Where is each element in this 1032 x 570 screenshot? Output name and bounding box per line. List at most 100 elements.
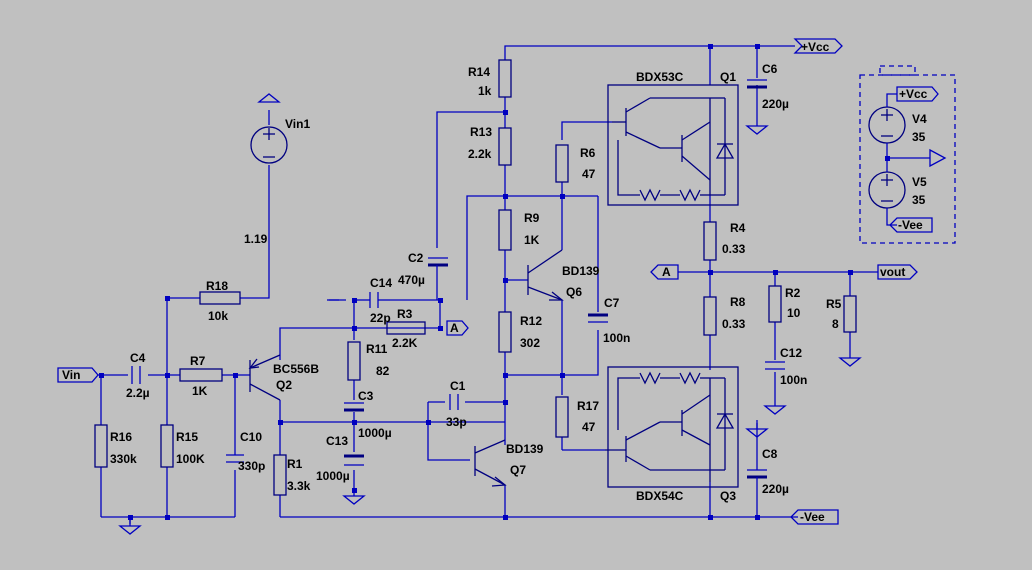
svg-text:0.33: 0.33 (722, 242, 746, 256)
voltage-source-vin1 (250, 126, 288, 164)
svg-text:R17: R17 (577, 399, 599, 413)
svg-text:302: 302 (520, 336, 540, 350)
resistor-r1 (273, 454, 287, 496)
svg-text:R12: R12 (520, 314, 542, 328)
svg-text:100n: 100n (780, 373, 807, 387)
svg-text:R13: R13 (470, 125, 492, 139)
svg-text:33p: 33p (446, 415, 467, 429)
svg-text:R11: R11 (366, 342, 388, 356)
resistor-r11 (347, 341, 361, 381)
svg-text:220µ: 220µ (762, 97, 789, 111)
transistor-q7 (474, 439, 507, 487)
svg-text:C12: C12 (780, 346, 802, 360)
svg-text:2.2K: 2.2K (392, 336, 418, 350)
svg-text:C4: C4 (130, 351, 146, 365)
resistor-r15 (160, 424, 174, 468)
resistor-r13 (498, 127, 512, 166)
vcc-label: +Vcc (801, 40, 830, 54)
svg-text:35: 35 (912, 130, 926, 144)
svg-text:BD139: BD139 (562, 264, 600, 278)
svg-text:C8: C8 (762, 447, 778, 461)
transistor-q3 (605, 366, 739, 488)
port-vee-supply (889, 217, 933, 233)
transistor-q2 (248, 354, 281, 401)
svg-text:R5: R5 (826, 297, 842, 311)
svg-text:2.2µ: 2.2µ (126, 386, 150, 400)
svg-text:BDX53C: BDX53C (636, 70, 684, 84)
resistor-r18 (199, 291, 241, 305)
svg-text:2.2k: 2.2k (468, 147, 492, 161)
svg-text:BD139: BD139 (506, 442, 544, 456)
svg-text:82: 82 (376, 364, 390, 378)
vin-label: Vin (62, 368, 80, 382)
svg-text:10k: 10k (208, 309, 228, 323)
vee-label: -Vee (800, 510, 825, 524)
svg-text:1000µ: 1000µ (316, 469, 350, 483)
svg-text:V4: V4 (912, 112, 927, 126)
port-a-out (650, 264, 679, 280)
resistors (94, 59, 857, 496)
svg-text:8: 8 (832, 317, 839, 331)
text-labels: +Vcc -Vee Vin vout A A +Vcc -Vee R14 1k … (62, 40, 928, 524)
voltage-source-v4 (868, 106, 906, 144)
svg-text:100n: 100n (603, 331, 630, 345)
svg-text:1000µ: 1000µ (358, 426, 392, 440)
svg-text:Q6: Q6 (566, 285, 582, 299)
svg-text:BDX54C: BDX54C (636, 489, 684, 503)
svg-text:R6: R6 (580, 146, 596, 160)
sources (250, 65, 956, 244)
svg-text:C2: C2 (408, 251, 424, 265)
svg-text:Q2: Q2 (276, 378, 292, 392)
svg-text:Q3: Q3 (720, 489, 736, 503)
resistor-r4 (703, 221, 717, 261)
resistor-r2 (768, 285, 782, 323)
resistor-r17 (555, 396, 569, 438)
svg-text:100K: 100K (176, 452, 205, 466)
svg-text:C6: C6 (762, 62, 778, 76)
svg-text:1K: 1K (192, 384, 208, 398)
junctions (99, 44, 853, 520)
svg-text:Q1: Q1 (720, 70, 736, 84)
svg-text:Vin1: Vin1 (285, 117, 310, 131)
svg-text:330p: 330p (238, 459, 265, 473)
resistor-r7 (179, 368, 223, 382)
vout-label: vout (880, 265, 905, 279)
svg-text:R15: R15 (176, 430, 198, 444)
resistor-r12 (498, 311, 512, 353)
svg-text:1K: 1K (524, 233, 540, 247)
svg-text:10: 10 (787, 306, 801, 320)
port-vout (877, 264, 918, 280)
svg-text:C14: C14 (370, 276, 392, 290)
capacitors (131, 79, 785, 490)
svg-text:22p: 22p (370, 311, 391, 325)
svg-text:47: 47 (582, 420, 596, 434)
svg-text:R18: R18 (206, 279, 228, 293)
svg-text:R16: R16 (110, 430, 132, 444)
svg-text:R4: R4 (730, 221, 746, 235)
port-a-in (446, 320, 469, 336)
resistor-r16 (94, 424, 108, 468)
svg-text:R9: R9 (524, 211, 540, 225)
svg-text:R8: R8 (730, 295, 746, 309)
svg-text:BC556B: BC556B (273, 362, 319, 376)
resistor-r3 (386, 321, 426, 335)
svg-text:C3: C3 (358, 389, 374, 403)
resistor-r6 (555, 144, 569, 183)
svg-text:220µ: 220µ (762, 482, 789, 496)
port-vcc (793, 38, 843, 54)
port-flags (57, 38, 939, 525)
transistor-q1 (607, 84, 739, 206)
resistor-r14 (498, 59, 512, 98)
svg-text:R7: R7 (190, 354, 206, 368)
resistor-r9 (498, 209, 512, 251)
svg-text:1.19: 1.19 (244, 232, 268, 246)
svg-text:R3: R3 (397, 307, 413, 321)
vcc-supply-label: +Vcc (899, 87, 928, 101)
svg-text:C10: C10 (240, 430, 262, 444)
svg-text:35: 35 (912, 193, 926, 207)
port-vcc-supply (896, 86, 939, 102)
svg-text:330k: 330k (110, 452, 137, 466)
svg-text:0.33: 0.33 (722, 317, 746, 331)
supply-box (859, 74, 956, 244)
svg-text:1k: 1k (478, 84, 492, 98)
